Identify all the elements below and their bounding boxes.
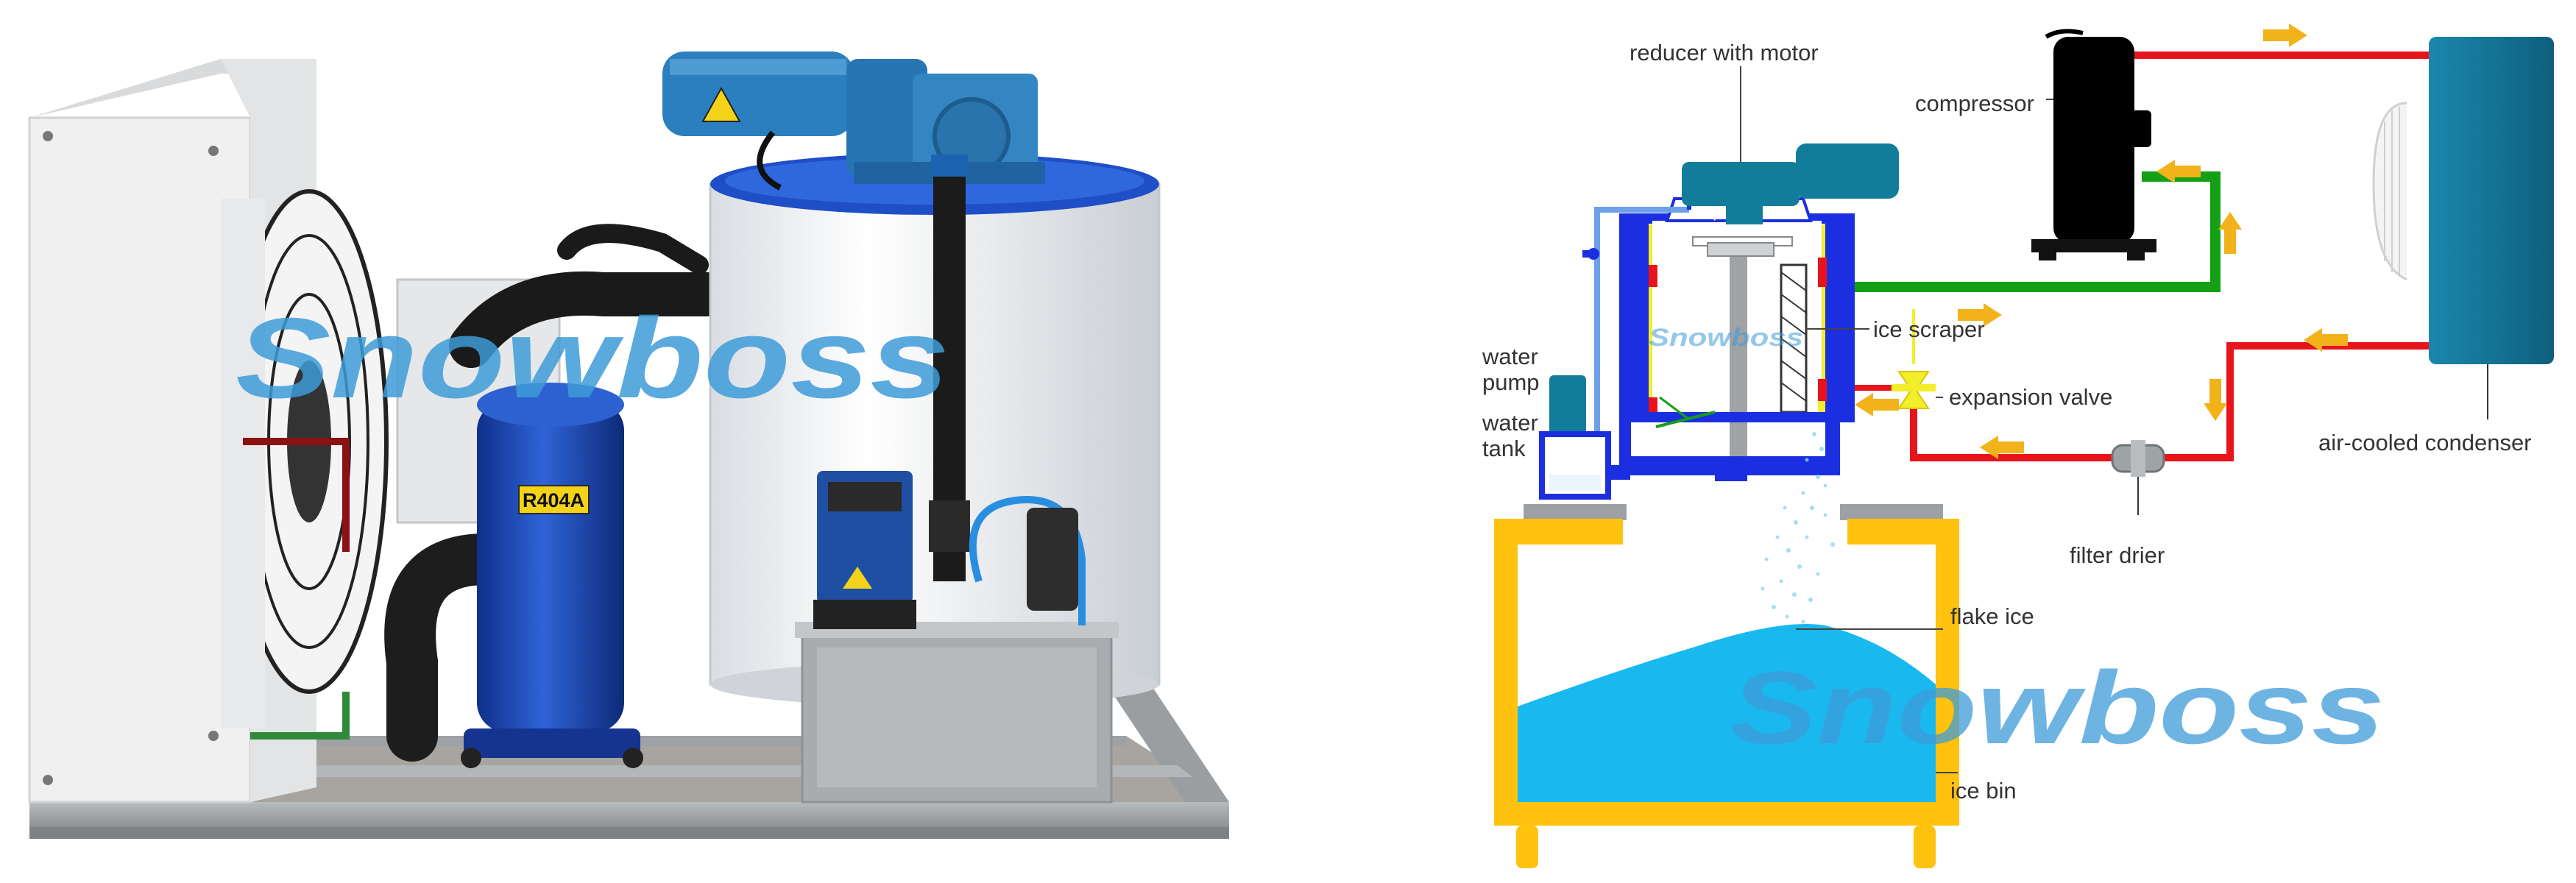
label-reducer-with-motor: reducer with motor (1630, 40, 1819, 65)
label-water-tank-2: tank (1482, 436, 1526, 461)
watermark-diagram-large: Snowboss (1730, 650, 2385, 765)
reducer-motor-diagram (1682, 143, 1899, 224)
label-ice-scraper: ice scraper (1873, 316, 1985, 342)
label-water-pump-2: pump (1482, 369, 1540, 395)
water-tank-photo (795, 622, 1119, 804)
label-water-pump-1: water (1482, 344, 1538, 369)
watermark-photo: Snowboss (236, 294, 949, 422)
label-air-cooled-condenser: air-cooled condenser (2318, 430, 2532, 455)
watermark-diagram-small: Snowboss (1649, 324, 1803, 352)
evaporator-drum (1582, 197, 1855, 481)
compressor-photo: R404A (384, 383, 643, 768)
condenser-housing (28, 59, 389, 804)
expansion-valve (1892, 309, 1943, 409)
ice-bin (1494, 432, 1959, 868)
water-tank-diagram (1539, 375, 1630, 500)
water-pump-photo (813, 471, 916, 629)
label-water-tank-1: water (1482, 410, 1538, 436)
machine-photo: R404A Snowboss (28, 52, 1229, 839)
reducer-motor-photo (662, 52, 1045, 191)
compressor-diagram (2031, 29, 2156, 260)
label-filter-drier: filter drier (2070, 542, 2165, 568)
flow-arrows (1855, 24, 2348, 459)
label-expansion-valve: expansion valve (1949, 384, 2112, 410)
filter-drier (2111, 440, 2165, 515)
label-compressor: compressor (1915, 91, 2034, 116)
label-ice-bin: ice bin (1950, 778, 2017, 804)
air-cooled-condenser (2372, 37, 2554, 419)
falling-flakes (1761, 432, 1835, 624)
diagram-labels: reducer with motor compressor ice scrape… (1482, 40, 2532, 804)
flow-diagram: Snowboss Snowboss reducer with motor com… (1482, 24, 2554, 868)
label-flake-ice: flake ice (1950, 603, 2034, 629)
leader-lines (1740, 66, 2053, 773)
refrigerant-tag: R404A (523, 489, 584, 511)
